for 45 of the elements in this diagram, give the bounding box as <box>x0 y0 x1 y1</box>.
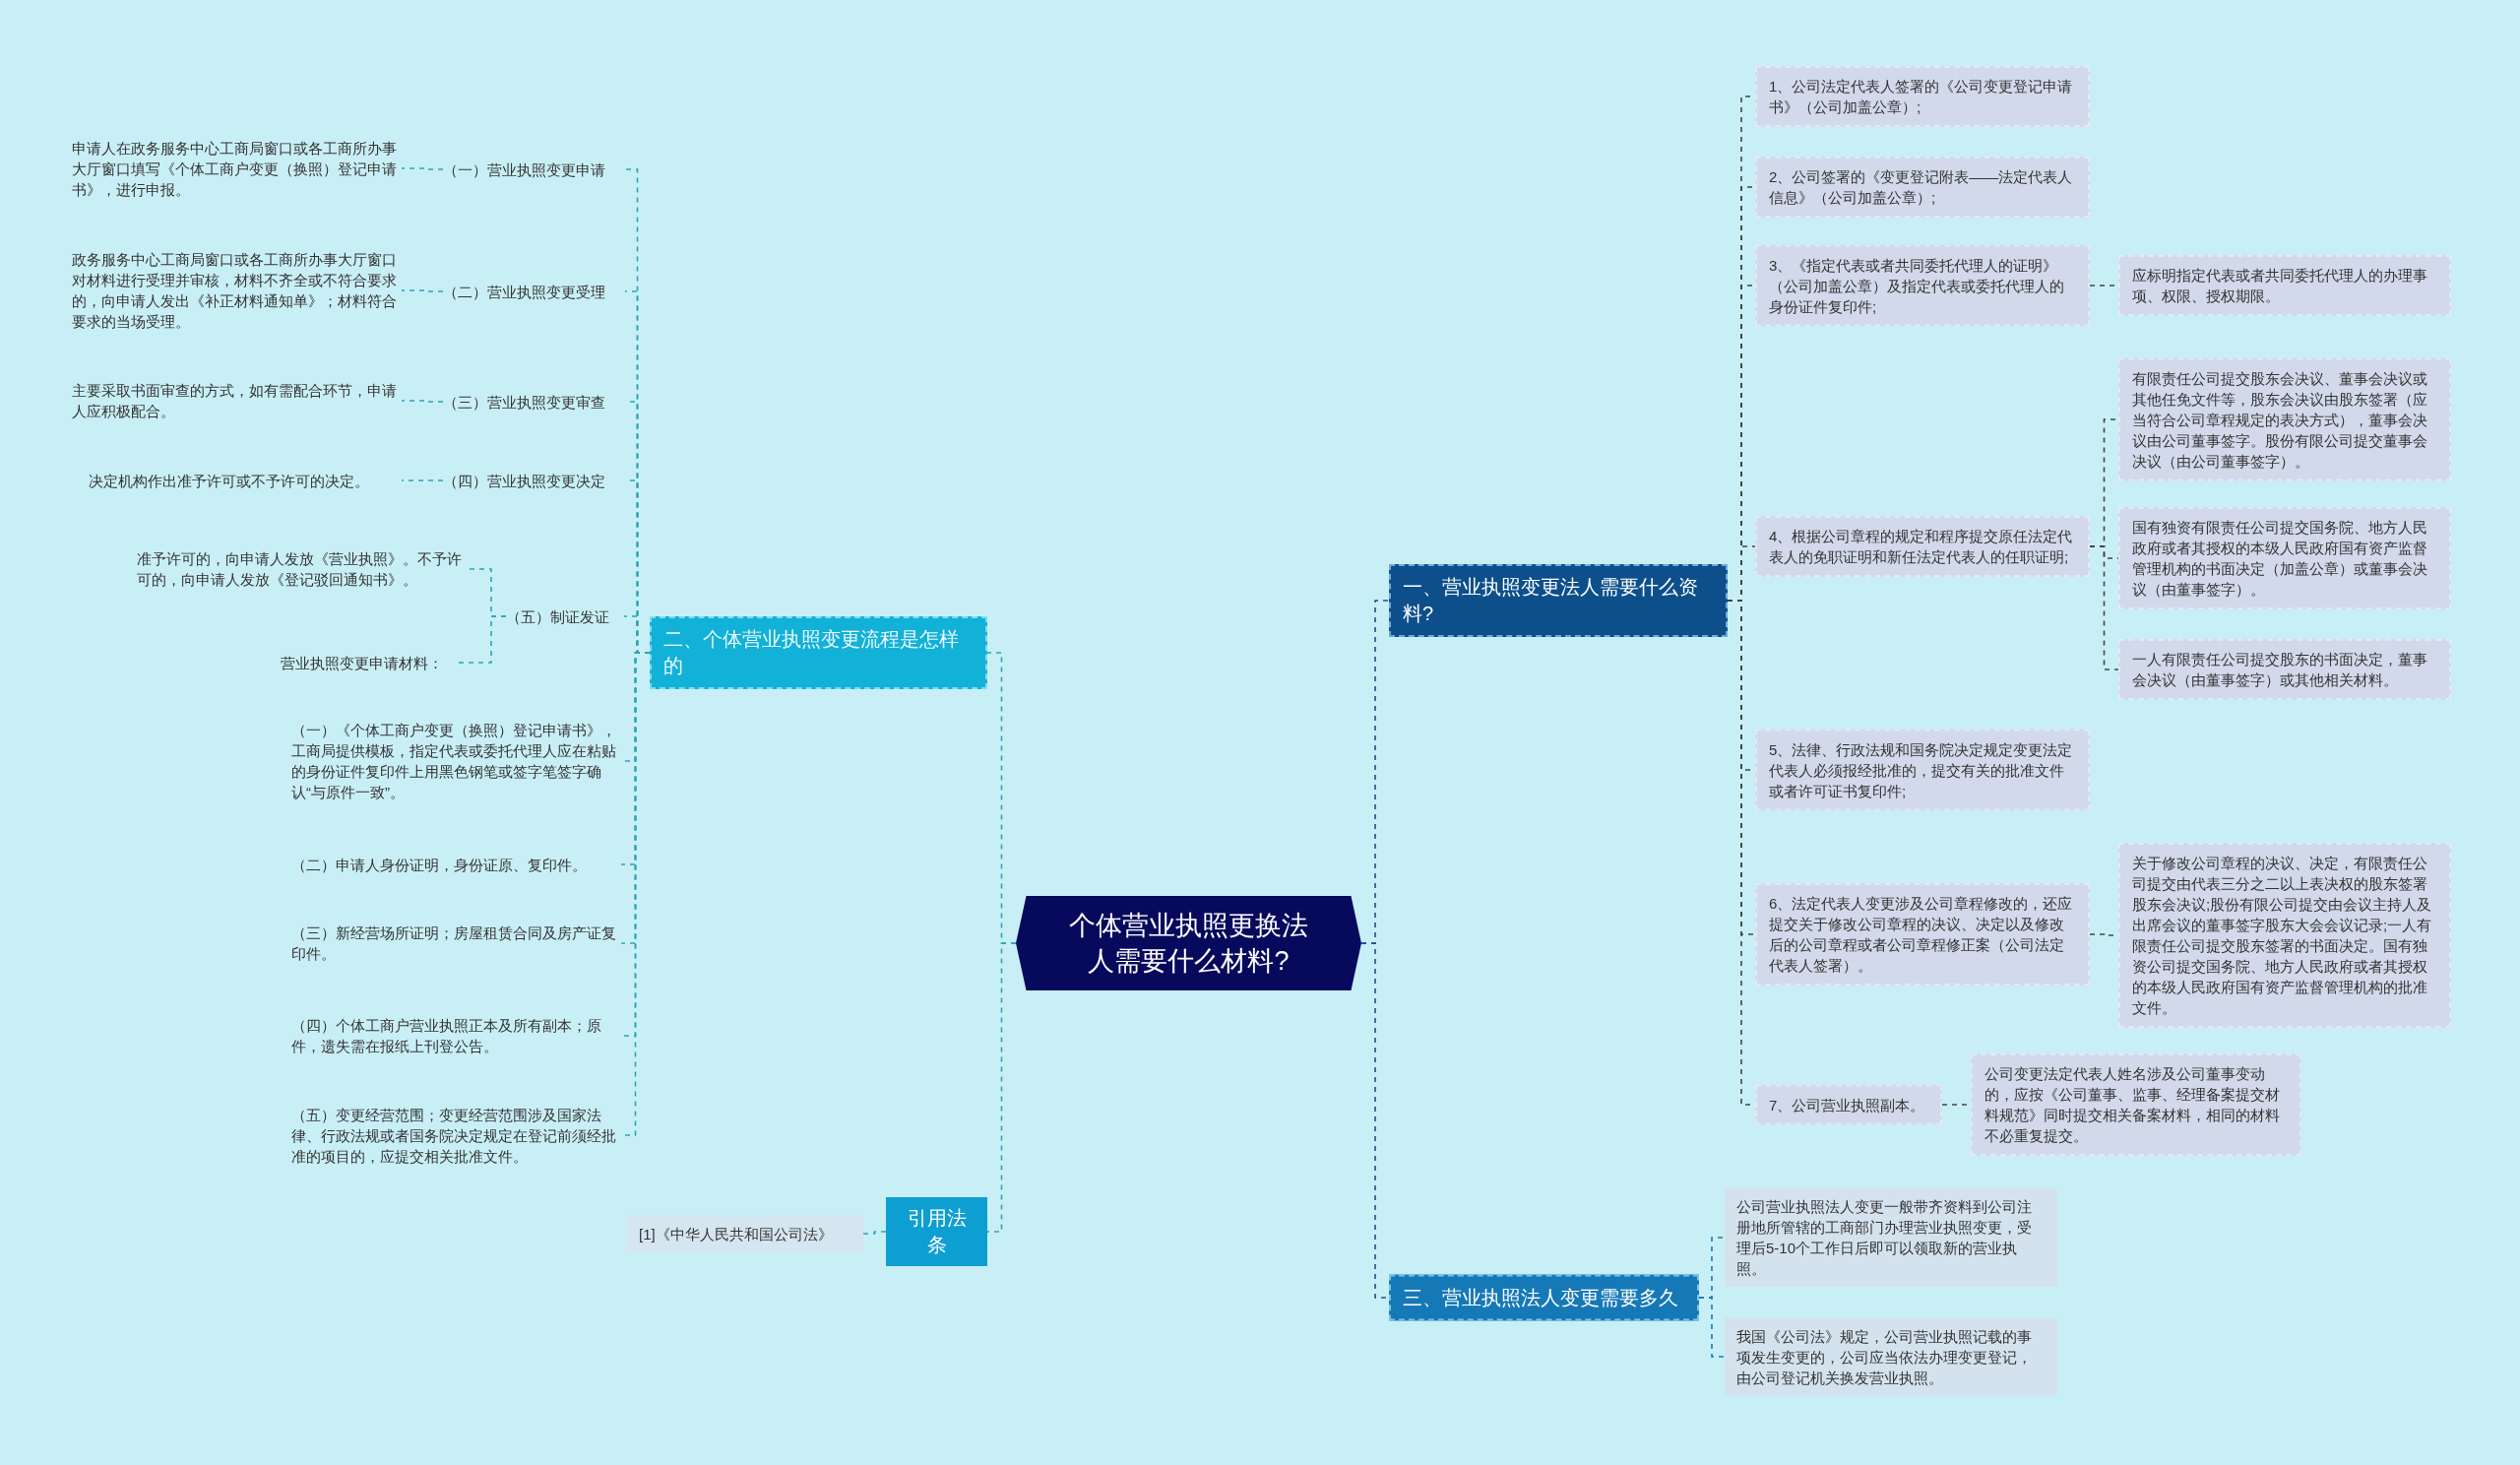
central-topic: 个体营业执照更换法人需要什么材料? <box>1016 896 1361 990</box>
topic-text: （四）营业执照变更决定 <box>443 470 625 491</box>
branch-topic: 三、营业执照法人变更需要多久 <box>1389 1274 1699 1321</box>
text-card: 3、《指定代表或者共同委托代理人的证明》（公司加盖公章）及指定代表或委托代理人的身份证件复印件; <box>1755 244 2090 327</box>
text-card: 我国《公司法》规定，公司营业执照记载的事项发生变更的，公司应当依法办理变更登记，由公司登记机关换发营业执照。 <box>1725 1317 2057 1396</box>
connector <box>401 289 444 292</box>
text-card: 公司营业执照法人变更一般带齐资料到公司注册地所管辖的工商部门办理营业执照变更，受理后5-10个工作日后即可以领取新的营业执照。 <box>1725 1188 2057 1287</box>
topic-text: （二）营业执照变更受理 <box>443 281 625 302</box>
connector <box>862 1231 887 1235</box>
topic-text: 主要采取书面审查的方式，如有需配合环节，申请人应积极配合。 <box>72 380 402 421</box>
text-card: 一人有限责任公司提交股东的书面决定，董事会决议（由董事签字）或其他相关材料。 <box>2118 639 2451 700</box>
connector <box>401 479 444 481</box>
text-card: 关于修改公司章程的决议、决定，有限责任公司提交由代表三分之二以上表决权的股东签署股东会决议;股份有限公司提交由会议主持人及出席会议的董事签字股东大会会议记录;一人有限责任公司提交股东签署的书面决定。国有独资公司提交国务院、地方人民政府或者其授权的本级人民政府国有资产监督管理机构的批准文件。 <box>2118 843 2451 1028</box>
connector <box>401 400 444 403</box>
text-card: 应标明指定代表或者共同委托代理人的办理事项、权限、授权期限。 <box>2118 255 2451 316</box>
connector <box>401 167 444 170</box>
topic-text: 申请人在政务服务中心工商局窗口或各工商所办事大厅窗口填写《个体工商户变更（换照）登记申请书》，进行申报。 <box>72 137 402 200</box>
text-card: 公司变更法定代表人姓名涉及公司董事变动的，应按《公司董事、监事、经理备案提交材料规范》同时提交相关备案材料，相同的材料不必重复提交。 <box>1971 1053 2301 1156</box>
topic-text: 决定机构作出准予许可或不予许可的决定。 <box>89 470 402 491</box>
connector <box>2089 545 2119 670</box>
citation-card: [1]《中华人民共和国公司法》 <box>627 1215 863 1252</box>
topic-text: （五）变更经营范围；变更经营范围涉及国家法律、行政法规或者国务院决定规定在登记前须经批准的项目的，应提交相关批准文件。 <box>291 1104 621 1167</box>
topic-text: （五）制证发证 <box>506 605 624 627</box>
text-card: 7、公司营业执照副本。 <box>1755 1084 1942 1125</box>
text-card: 5、法律、行政法规和国务院决定规定变更法定代表人必须报经批准的，提交有关的批准文件或者许可证书复印件; <box>1755 729 2090 811</box>
text-card: 6、法定代表人变更涉及公司章程修改的，还应提交关于修改公司章程的决议、决定以及修改后的公司章程或者公司章程修正案（公司法定代表人签署）。 <box>1755 883 2090 986</box>
topic-text: （二）申请人身份证明，身份证原、复印件。 <box>291 854 621 875</box>
topic-text: （一）营业执照变更申请 <box>443 159 625 180</box>
topic-text: （三）营业执照变更审查 <box>443 391 625 413</box>
text-card: 2、公司签署的《变更登记附表——法定代表人信息》（公司加盖公章）; <box>1755 157 2090 218</box>
branch-topic: 引用法条 <box>886 1197 987 1266</box>
text-card: 4、根据公司章程的规定和程序提交原任法定代表人的免职证明和新任法定代表人的任职证明; <box>1755 516 2090 577</box>
text-card: 国有独资有限责任公司提交国务院、地方人民政府或者其授权的本级人民政府国有资产监督管理机构的书面决定（加盖公章）或董事会决议（由董事签字）。 <box>2118 507 2451 609</box>
text-card: 1、公司法定代表人签署的《公司变更登记申请书》（公司加盖公章）; <box>1755 66 2090 127</box>
topic-text: （一）《个体工商户变更（换照）登记申请书》，工商局提供模板，指定代表或委托代理人应在粘贴的身份证件复印件上用黑色钢笔或签字笔签字确认“与原件一致”。 <box>291 720 621 802</box>
connector <box>1698 1297 1726 1358</box>
branch-topic: 一、营业执照变更法人需要什么资料? <box>1389 564 1728 637</box>
topic-text: 营业执照变更申请材料： <box>281 652 458 673</box>
connector <box>457 615 507 664</box>
text-card: 有限责任公司提交股东会决议、董事会决议或其他任免文件等，股东会决议由股东签署（应当符合公司章程规定的表决方式），董事会决议由公司董事签字。股份有限公司提交董事会决议（由公司董事签字）。 <box>2118 357 2451 481</box>
topic-text: （四）个体工商户营业执照正本及所有副本；原件，遗失需在报纸上刊登公告。 <box>291 1015 621 1056</box>
topic-text: 政务服务中心工商局窗口或各工商所办事大厅窗口对材料进行受理并审核，材料不齐全或不符合要求的，向申请人发出《补正材料通知单》；材料符合要求的当场受理。 <box>72 249 402 332</box>
topic-text: 准予许可的，向申请人发放《营业执照》。不予许可的，向申请人发放《登记驳回通知书》。 <box>137 548 467 590</box>
branch-topic: 二、个体营业执照变更流程是怎样的 <box>650 616 987 689</box>
topic-text: （三）新经营场所证明；房屋租赁合同及房产证复印件。 <box>291 923 621 964</box>
